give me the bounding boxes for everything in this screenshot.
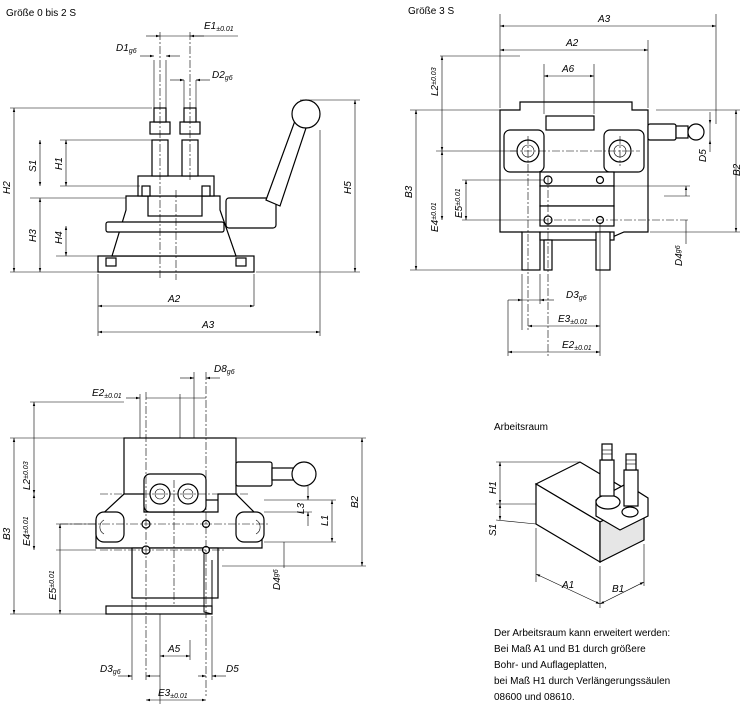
note-line: Bohr- und Auflageplatten, bbox=[494, 660, 607, 671]
label-H2: H2 bbox=[2, 181, 13, 194]
label-A3: A3 bbox=[597, 14, 611, 25]
label-D4: D4g6 bbox=[272, 569, 283, 590]
handle-base bbox=[225, 197, 277, 229]
heading-size-3: Größe 3 S bbox=[408, 6, 454, 17]
handle-knob bbox=[291, 99, 321, 129]
label-A3: A3 bbox=[201, 320, 215, 331]
label-E1: E1±0.01 bbox=[204, 21, 234, 33]
label-H1: H1 bbox=[54, 157, 65, 170]
label-E3: E3±0.01 bbox=[158, 688, 188, 700]
label-D5: D5 bbox=[226, 664, 239, 675]
label-D4: D4g6 bbox=[674, 245, 685, 266]
label-B3: B3 bbox=[404, 185, 415, 198]
note-line: Bei Maß A1 und B1 durch größere bbox=[494, 644, 646, 655]
bottom-bar bbox=[105, 605, 213, 615]
note-line: Der Arbeitsraum kann erweitert werden: bbox=[494, 628, 670, 639]
label-ws-H1: H1 bbox=[488, 481, 499, 494]
label-B2: B2 bbox=[732, 163, 743, 176]
label-B2: B2 bbox=[350, 495, 361, 508]
label-L2: L2±0.03 bbox=[430, 67, 441, 96]
label-H5: H5 bbox=[343, 181, 354, 194]
label-E4: E4±0.01 bbox=[22, 516, 33, 546]
label-E2: E2±0.01 bbox=[562, 340, 592, 352]
top-slot bbox=[545, 115, 595, 131]
label-B3: B3 bbox=[2, 527, 13, 540]
workspace-note: Der Arbeitsraum kann erweitert werden: B… bbox=[494, 628, 670, 703]
label-E5: E5±0.01 bbox=[454, 188, 465, 218]
label-ws-A1: A1 bbox=[561, 580, 574, 591]
label-D5: D5 bbox=[698, 149, 709, 162]
view-size-0-2-side bbox=[10, 32, 360, 336]
label-D8: D8g6 bbox=[214, 364, 235, 376]
label-D2: D2g6 bbox=[212, 70, 233, 82]
heading-size-0-2: Größe 0 bis 2 S bbox=[6, 8, 76, 19]
side-handle bbox=[647, 123, 677, 141]
view-size-3-top bbox=[410, 14, 740, 356]
view-size-0-2-top bbox=[10, 372, 366, 704]
label-H4: H4 bbox=[54, 231, 65, 244]
label-A2: A2 bbox=[565, 38, 579, 49]
label-D3: D3g6 bbox=[100, 664, 121, 676]
heading-workspace: Arbeitsraum bbox=[494, 422, 548, 433]
label-E5: E5±0.01 bbox=[48, 570, 59, 600]
label-ws-B1: B1 bbox=[612, 584, 624, 595]
label-L2: L2±0.03 bbox=[22, 461, 33, 490]
label-A6: A6 bbox=[561, 64, 575, 75]
label-A5: A5 bbox=[167, 644, 181, 655]
label-D3: D3g6 bbox=[566, 290, 587, 302]
label-H3: H3 bbox=[28, 229, 39, 242]
label-D1: D1g6 bbox=[116, 43, 137, 55]
label-L3: L3 bbox=[296, 502, 307, 514]
note-line: bei Maß H1 durch Verlängerungssäulen bbox=[494, 676, 670, 687]
column-left bbox=[521, 231, 541, 271]
label-L1: L1 bbox=[320, 515, 331, 526]
note-line: 08600 und 08610. bbox=[494, 692, 575, 703]
label-ws-S1: S1 bbox=[488, 524, 499, 536]
label-E2: E2±0.01 bbox=[92, 388, 122, 400]
label-E4: E4±0.01 bbox=[430, 202, 441, 232]
label-E3: E3±0.01 bbox=[558, 314, 588, 326]
label-A2: A2 bbox=[167, 294, 181, 305]
label-S1: S1 bbox=[28, 160, 39, 172]
view-workspace-isometric bbox=[495, 443, 649, 608]
